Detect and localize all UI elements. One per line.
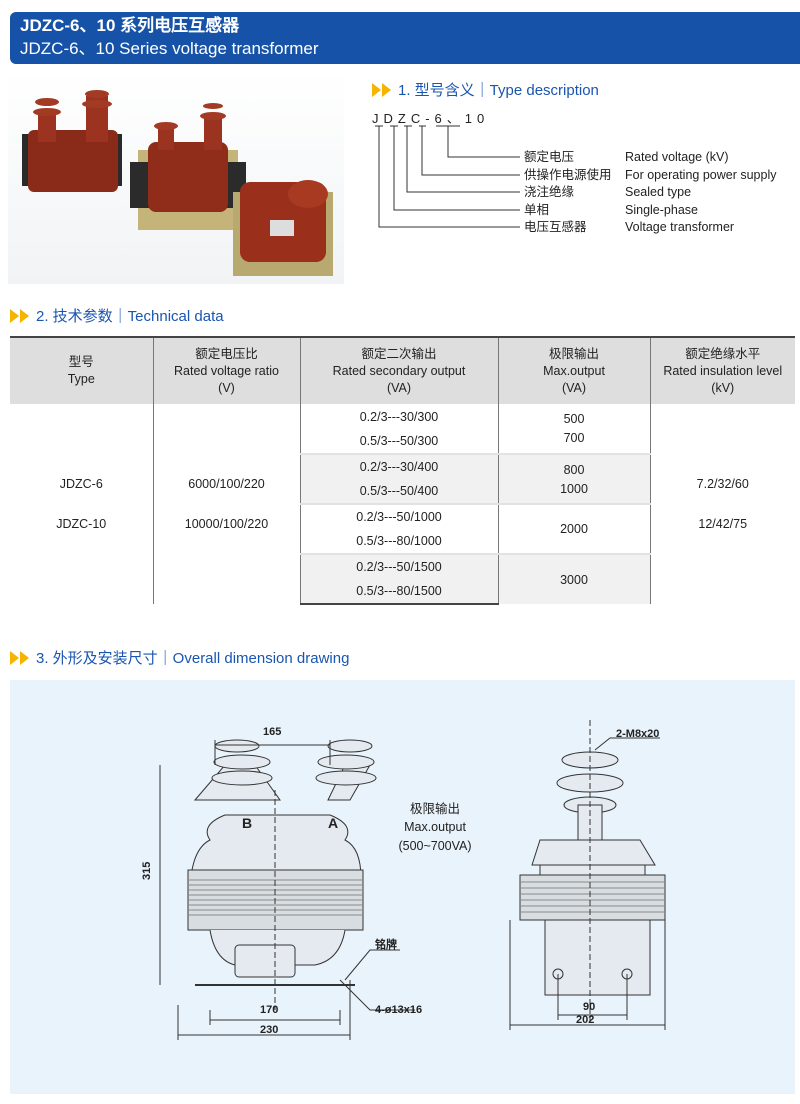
title-en: JDZC-6、10 Series voltage transformer [20,39,319,58]
technical-data-heading: 2. 技术参数｜Technical data [10,305,224,326]
max-output-cell: 2000 [497,503,650,554]
note-cn: 极限输出 [410,801,460,816]
dim-170: 170 [260,1004,278,1016]
dimension-drawing-heading: 3. 外形及安装尺寸｜Overall dimension drawing [10,647,349,668]
item-en: Voltage transformer [625,220,735,235]
secondary-cell: 0.5/3---50/300 [299,429,498,454]
front-view-drawing: 165 315 B A 铭牌 4-ø13x16 170 230 极限输出 Max… [141,720,666,1040]
heading-text: 2. 技术参数｜Technical data [36,308,224,325]
item-cn: 供操作电源使用 [524,167,612,182]
secondary-cell: 0.5/3---50/400 [299,479,498,504]
secondary-cell: 0.5/3---80/1500 [299,579,498,605]
table-row: 0.5/3---50/400 [10,479,795,504]
dim-202: 202 [576,1014,594,1026]
table-row: 0.5/3---80/1000 [10,529,795,554]
dim-90: 90 [583,1001,595,1013]
heading-text: 3. 外形及安装尺寸｜Overall dimension drawing [36,650,350,667]
note-en: Max.output [404,820,466,834]
table-row: 0.2/3---50/1500 3000 [10,553,795,604]
product-photo [8,72,344,284]
double-arrow-icon [10,308,30,323]
model-code: JDZC-6、10 [372,111,490,126]
type-item: 电压互感器 Voltage transformer [524,219,776,237]
heading-text: 1. 型号含义｜Type description [398,82,599,99]
type-item: 单相 Single-phase [524,202,776,220]
type-item: 供操作电源使用 For operating power supply [524,167,776,185]
code-leader-lines [375,125,520,228]
type-item: 额定电压 Rated voltage (kV) [524,149,776,167]
dimension-drawing-panel: 165 315 B A 铭牌 4-ø13x16 170 230 极限输出 Max… [10,680,795,1094]
secondary-cell: 0.2/3---30/300 [299,404,498,429]
item-cn: 电压互感器 [524,220,587,235]
item-cn: 单相 [524,202,550,217]
max-output-cell: 3000 [497,553,650,604]
table-row: 0.2/3---50/1000 2000 [10,503,795,554]
dim-315: 315 [141,862,153,880]
item-en: Rated voltage (kV) [625,150,729,164]
title-banner: JDZC-6、10 系列电压互感器 JDZC-6、10 Series volta… [10,12,800,64]
table-row: 0.5/3---50/300 [10,429,795,454]
type-description-list: 额定电压 Rated voltage (kV) 供操作电源使用 For operat… [524,149,776,237]
holes-label: 4-ø13x16 [375,1004,422,1016]
secondary-cell: 0.2/3---30/400 [299,453,498,479]
item-en: For operating power supply [625,167,777,182]
table-row: 0.5/3---80/1500 [10,579,795,605]
type-item: 浇注绝缘 Sealed type [524,184,776,202]
type-description-heading: 1. 型号含义｜Type description [372,79,599,100]
nameplate-label: 铭牌 [375,937,397,951]
secondary-cell: 0.2/3---50/1500 [299,553,498,579]
note-range: (500~700VA) [398,839,471,853]
secondary-cell: 0.2/3---50/1000 [299,503,498,529]
title-cn: JDZC-6、10 系列电压互感器 [20,16,240,35]
phase-b-label: B [242,815,252,831]
dim-165: 165 [263,726,281,738]
double-arrow-icon [10,650,30,665]
item-cn: 额定电压 [524,150,575,164]
item-cn: 浇注绝缘 [524,185,575,200]
secondary-cell: 0.5/3---80/1000 [299,529,498,554]
item-en: Sealed type [625,185,692,200]
phase-a-label: A [328,815,338,831]
item-en: Single-phase [625,202,698,217]
double-arrow-icon [372,82,392,97]
dim-230: 230 [260,1024,278,1036]
bolt-label: 2-M8x20 [616,728,659,740]
